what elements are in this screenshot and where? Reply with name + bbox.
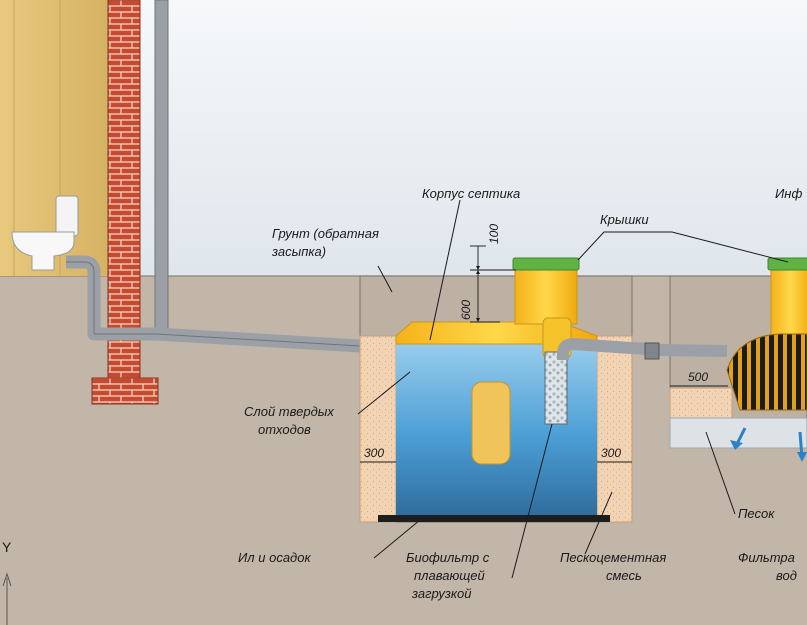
dim-500: 500 [688, 370, 708, 384]
axis-arrow-icon [2, 572, 12, 625]
label-lids: Крышки [600, 212, 649, 227]
lid-green-right [767, 257, 807, 271]
label-biofilter-1: Биофильтр с [406, 550, 490, 565]
label-biofilter-3: загрузкой [411, 586, 471, 601]
leader-biofilter [511, 423, 553, 579]
label-solid-waste-1: Слой твердых [244, 404, 334, 419]
tank-neck [514, 265, 578, 325]
dim-100: 100 [487, 224, 501, 244]
label-filter-1: Фильтра [738, 550, 795, 565]
label-infiltrator: Инф [775, 186, 802, 201]
brick-foundation [91, 377, 159, 405]
label-sand: Песок [738, 506, 775, 521]
leader-lids [577, 231, 789, 263]
label-septic-body: Корпус септика [422, 186, 520, 201]
inlet-pipe-edge [66, 261, 390, 347]
dim-300-right: 300 [601, 446, 621, 460]
leader-sludge [373, 519, 421, 559]
label-soil-2: засыпка) [271, 244, 326, 259]
brick-wall [107, 0, 141, 379]
label-filter-2: вод [776, 568, 797, 583]
house-wall [0, 0, 108, 276]
toilet-icon [11, 195, 79, 271]
label-soil-1: Грунт (обратная [272, 226, 379, 241]
lid-green-left [512, 257, 580, 271]
label-sand-cement-1: Пескоцементная [560, 550, 666, 565]
vent-pipe [154, 0, 169, 336]
dim-600: 600 [459, 300, 473, 320]
infiltrator-body [726, 333, 807, 411]
filtration-arrows [730, 427, 807, 462]
label-sand-cement-2: смесь [606, 568, 642, 583]
sludge-layer [378, 515, 610, 522]
sand-block [669, 387, 733, 419]
axis-y-label: Y [2, 539, 12, 555]
leader-soil [377, 265, 393, 293]
label-sludge: Ил и осадок [238, 550, 311, 565]
label-solid-waste-2: отходов [258, 422, 311, 437]
dim-300-left: 300 [364, 446, 384, 460]
depth-dimension [470, 245, 516, 323]
infiltrator-neck [770, 265, 807, 341]
outlet-pipe [557, 337, 728, 360]
leader-sand [705, 431, 736, 515]
biofilter-column [544, 351, 568, 425]
leader-solid-waste [357, 371, 411, 415]
leader-sand-cement [584, 491, 613, 555]
label-biofilter-2: плавающей [414, 568, 485, 583]
sand-cement-right [596, 335, 633, 523]
leader-septic-body [429, 199, 461, 341]
tank-window [471, 381, 511, 465]
sand-cement-left [359, 335, 397, 523]
outlet-coupling [644, 342, 660, 360]
